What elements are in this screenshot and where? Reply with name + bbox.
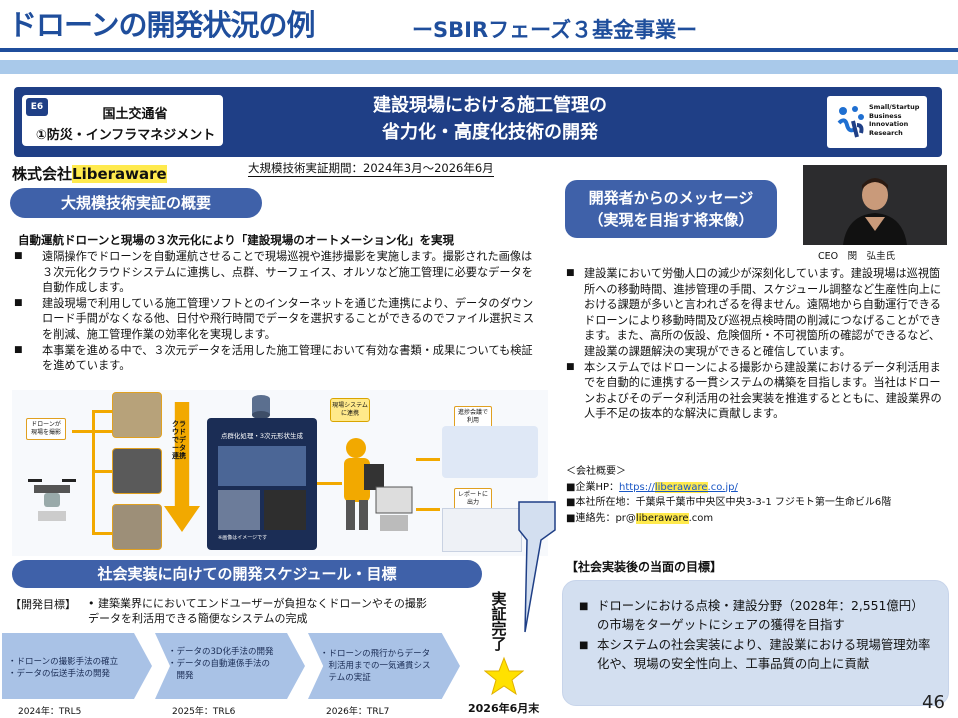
phase-2-chevron xyxy=(155,633,305,699)
field-name: ①防災・インフラマネジメント xyxy=(35,128,216,143)
demo-period: 大規模技術実証期間：2024年3月～2026年6月 xyxy=(248,161,494,177)
page-subtitle: ーSBIRフェーズ３基金事業ー xyxy=(412,18,698,42)
computer-icon xyxy=(375,486,413,531)
report-image xyxy=(442,508,522,552)
phase-2-trl: 2025年：TRL6 xyxy=(172,707,236,717)
list-item: ドローンにおける点検・建設分野（2028年：2,551億円）の市場をターゲットに… xyxy=(579,597,934,634)
list-item: 本システムではドローンによる撮影から建設業におけるデータ利活用までを自動的に連携… xyxy=(566,360,950,422)
site-image-mountain xyxy=(112,392,162,438)
sbir-logo-icon xyxy=(837,106,864,138)
person-icon xyxy=(803,165,947,245)
site-image-construction xyxy=(112,504,162,550)
targets-heading: 【社会実装後の当面の目標】 xyxy=(566,560,723,574)
processing-label: 点群化処理・3次元形状生成 xyxy=(220,432,304,440)
list-item: 本システムの社会実装により、建設業における現場管理効率化や、現場の安全性向上、工… xyxy=(579,636,934,673)
ceo-photo xyxy=(803,165,947,245)
overview-heading: 大規模技術実証の概要 xyxy=(10,188,262,218)
phase-3-trl: 2026年：TRL7 xyxy=(326,707,390,717)
list-item: 遠隔操作でドローンを自動運航させることで現場巡視や進捗撮影を実施します。撮影され… xyxy=(14,249,539,296)
worker-icon xyxy=(344,438,384,530)
cloud-label: クラウドでデータ連携 xyxy=(172,420,186,460)
phase-1-text: ・ドローンの撮影手法の確立 ・データの伝送手法の開発 xyxy=(8,657,119,679)
title-rule xyxy=(0,48,958,52)
database-icon xyxy=(252,395,270,419)
dev-goal-label: 【開発目標】 xyxy=(10,598,76,611)
page-title: ドローンの開発状況の例 xyxy=(8,8,316,42)
company-contact: ■連絡先：pr@liberaware.com xyxy=(566,512,714,524)
drone-label: ドローンが現場を撮影 xyxy=(26,418,66,440)
callout-pointer xyxy=(518,501,556,633)
overview-list: 遠隔操作でドローンを自動運航させることで現場巡視や進捗撮影を実施します。撮影され… xyxy=(14,249,539,374)
meeting-image xyxy=(442,426,538,478)
list-item: 建設業において労働人口の減少が深刻化しています。建設現場は巡視箇所への移動時間、… xyxy=(566,266,950,360)
company-hp: ■企業HP：https://liberaware.co.jp/ xyxy=(566,481,738,493)
project-title: 建設現場における施工管理の 省力化・高度化技術の開発 xyxy=(280,92,700,146)
list-item: 本事業を進める中で、３次元データを活用した施工管理において有効な書類・成果につい… xyxy=(14,343,539,374)
dev-goal-text: • 建築業界ににおいてエンドユーザーが負担なくドローンやその撮影データを利活用で… xyxy=(88,597,427,625)
schedule-heading: 社会実装に向けての開発スケジュール・目標 xyxy=(12,560,482,588)
company-address: ■本社所在地：千葉県千葉市中央区中央3-3-1 フジモト第一生命ビル6階 xyxy=(566,497,892,509)
verify-date: 2026年6月末 xyxy=(468,702,540,715)
drone-icon xyxy=(28,479,76,521)
company-hp-link[interactable]: https://liberaware.co.jp/ xyxy=(619,481,738,493)
company-info-heading: ＜会社概要＞ xyxy=(566,466,626,477)
point-cloud-image xyxy=(218,446,306,486)
phase-2-text: ・データの3D化手法の開発 ・データの自動連係手法の 開発 xyxy=(168,647,274,681)
targets-box: ドローンにおける点検・建設分野（2028年：2,551億円）の市場をターゲットに… xyxy=(562,580,949,706)
badge-code: E6 xyxy=(26,98,48,116)
star-icon xyxy=(484,656,524,696)
page-number: 46 xyxy=(922,692,945,713)
company-name: 株式会社Liberaware xyxy=(12,165,167,183)
site-system-label: 現場システムに連携 xyxy=(330,398,370,422)
ministry-badge xyxy=(20,93,225,148)
phase-1-trl: 2024年：TRL5 xyxy=(18,707,82,717)
message-list: 建設業において労働人口の減少が深刻化しています。建設現場は巡視箇所への移動時間、… xyxy=(566,266,950,422)
report-label: レポートに出力 xyxy=(454,488,492,510)
meeting-label: 進捗会議で利用 xyxy=(454,406,492,428)
project-title-line2: 省力化・高度化技術の開発 xyxy=(382,122,598,143)
model-image-1 xyxy=(218,490,260,530)
phase-3-chevron xyxy=(308,633,460,699)
ministry-name: 国土交通省 xyxy=(102,107,168,122)
company-info: ＜会社概要＞ ■企業HP：https://liberaware.co.jp/ ■… xyxy=(566,464,946,526)
image-note: ※画像はイメージです xyxy=(218,535,268,541)
site-image-tunnel xyxy=(112,448,162,494)
phase-1-chevron xyxy=(2,633,152,699)
workflow-diagram: ドローンが現場を撮影 クラウドでデータ連携 点群化処理・3次元形状生成 ※画像は… xyxy=(12,390,548,556)
ceo-caption: CEO 閔 弘圭氏 xyxy=(818,251,896,262)
overview-lead: 自動運航ドローンと現場の３次元化により「建設現場のオートメーション化」を実現 xyxy=(18,233,454,247)
phase-3-text: ・ドローンの飛行からデータ 利活用までの一気通貫シス テムの実証 xyxy=(320,649,431,683)
list-item: 建設現場で利用している施工管理ソフトとのインターネットを通じた連携により、データ… xyxy=(14,296,539,343)
header-band xyxy=(0,60,958,74)
project-title-line1: 建設現場における施工管理の xyxy=(373,95,607,116)
model-image-2 xyxy=(264,490,306,530)
message-heading: 開発者からのメッセージ （実現を目指す将来像） xyxy=(565,180,777,238)
sbir-logo-text: Small/Startup Business Innovation Resear… xyxy=(869,103,920,137)
verify-label: 実証完了 xyxy=(491,590,507,653)
